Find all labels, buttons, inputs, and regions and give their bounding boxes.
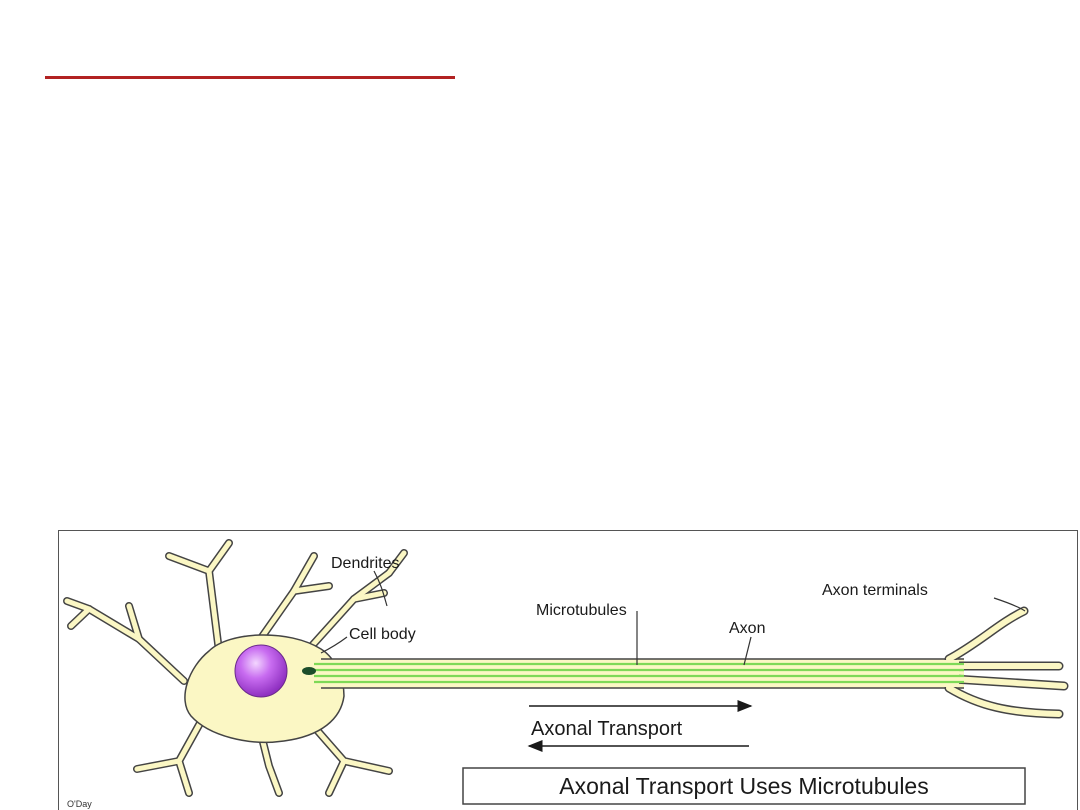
caption-text: Axonal Transport Uses Microtubules: [559, 773, 928, 799]
leader-lines: [320, 570, 1026, 666]
axon-terminals: [939, 606, 1069, 719]
credit-text: O'Day: [67, 799, 92, 809]
dendrites: [63, 539, 408, 797]
axon-shape: [299, 659, 964, 688]
label-axonal-transport: Axonal Transport: [531, 718, 683, 740]
label-cell-body: Cell body: [349, 626, 416, 643]
neuron-diagram: Dendrites Cell body Microtubules Axon Ax…: [63, 539, 1069, 809]
neuron-figure: Dendrites Cell body Microtubules Axon Ax…: [58, 530, 1078, 810]
caption-box: [462, 767, 1026, 805]
axon-hillock: [302, 667, 316, 675]
label-axon: Axon: [729, 620, 765, 637]
title-underline: [45, 76, 455, 79]
microtubules: [314, 662, 964, 684]
label-dendrites: Dendrites: [331, 555, 399, 572]
label-microtubules: Microtubules: [536, 602, 627, 619]
label-axon-terminals: Axon terminals: [822, 582, 928, 599]
nucleus: [234, 644, 288, 698]
